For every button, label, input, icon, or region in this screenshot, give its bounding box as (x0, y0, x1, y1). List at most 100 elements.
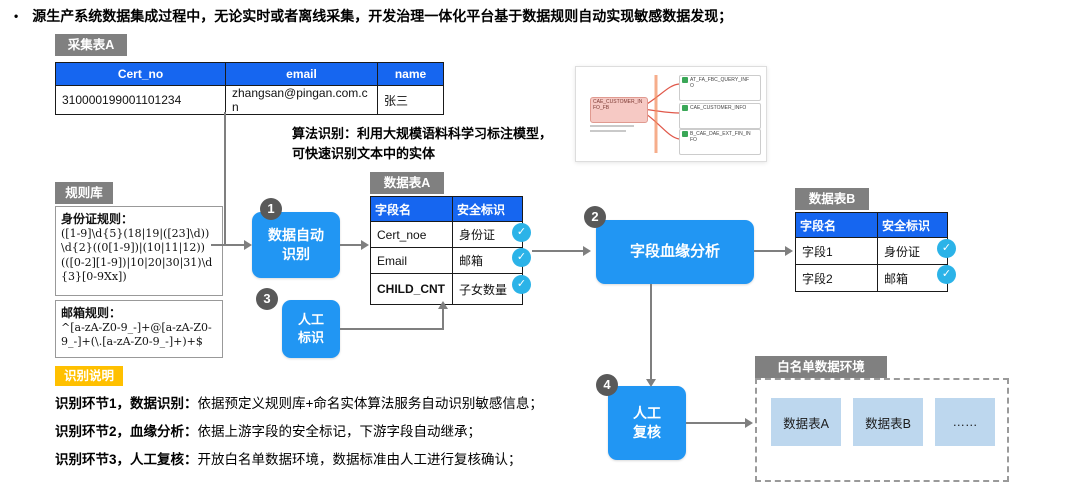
text-placeholder (590, 130, 626, 132)
whitelist-item-more: …… (935, 398, 995, 446)
note-line-3: 识别环节3，人工复核：开放白名单数据环境，数据标准由人工进行复核确认； (55, 448, 522, 468)
email-rule-title: 邮箱规则： (61, 306, 122, 320)
table-a-field-2: CHILD_CNT (370, 273, 453, 305)
connector-review-to-whitelist (686, 422, 746, 424)
arrowhead-into-table-b (785, 246, 793, 256)
cell-certno: 310000199001101234 (55, 85, 226, 115)
note-body-1: 依据预定义规则库+命名实体算法服务自动识别敏感信息； (197, 396, 543, 411)
collect-col-email: email (225, 62, 378, 86)
manual-tag-box: 人工 标识 (282, 300, 340, 358)
id-rule-box: 身份证规则： ([1-9]\d{5}(18|19|([23]\d))\d{2}(… (55, 206, 223, 296)
check-icon: ✓ (937, 265, 956, 284)
node-status-icon (682, 105, 688, 111)
cell-email: zhangsan@pingan.com.cn (225, 85, 378, 115)
collect-table-title: 采集表A (55, 34, 127, 56)
table-a-tag-0: 身份证 (452, 221, 523, 248)
table-a-field-0: Cert_noe (370, 221, 453, 248)
manual-tag-label-1: 人工 (297, 312, 324, 328)
table-row: 字段1 身份证 (795, 237, 948, 265)
collect-table: Cert_no email name 310000199001101234 zh… (55, 62, 444, 115)
lineage-source-node: CAE_CUSTOMER_INFO_FB (590, 97, 648, 123)
collect-col-name: name (377, 62, 444, 86)
arrowhead-into-table-a (361, 240, 369, 250)
step-3-badge: 3 (256, 288, 278, 310)
step-4-badge: 4 (596, 374, 618, 396)
note-body-3: 开放白名单数据环境，数据标准由人工进行复核确认； (197, 452, 522, 467)
whitelist-item-a: 数据表A (771, 398, 841, 446)
node-status-icon (682, 77, 688, 83)
collect-col-certno: Cert_no (55, 62, 226, 86)
manual-tag-label-2: 标识 (297, 330, 324, 345)
table-b-field-0: 字段1 (795, 237, 878, 265)
step-2-badge: 2 (584, 206, 606, 228)
lineage-target-label: B_CAE_DAE_EXT_FIN_INFO (690, 131, 751, 143)
manual-review-label-1: 人工 (633, 405, 661, 422)
check-icon: ✓ (512, 248, 531, 267)
algo-note-line1: 算法识别：利用大规模语料科学习标注模型， (292, 126, 553, 141)
table-a-field-1: Email (370, 247, 453, 274)
table-b-col-field: 字段名 (795, 212, 878, 238)
connector-auto-to-table-a (340, 244, 362, 246)
connector-rules-to-auto (211, 244, 248, 246)
table-row: Email 邮箱 (370, 247, 523, 274)
table-a: 字段名 安全标识 Cert_noe 身份证 Email 邮箱 CHILD_CNT… (370, 196, 523, 305)
arrowhead-into-lineage (583, 246, 591, 256)
manual-review-label-2: 复核 (633, 424, 661, 440)
table-b-tag-0: 身份证 (877, 237, 948, 265)
note-lead-2: 识别环节2，血缘分析： (55, 424, 198, 439)
table-row: 字段2 邮箱 (795, 264, 948, 292)
note-lead-3: 识别环节3，人工复核： (55, 452, 198, 467)
note-body-2: 依据上游字段的安全标记，下游字段自动继承； (197, 424, 482, 439)
table-row: Cert_noe 身份证 (370, 221, 523, 248)
table-b-col-tag: 安全标识 (877, 212, 948, 238)
table-a-col-field: 字段名 (370, 196, 453, 222)
arrowhead-into-whitelist (745, 418, 753, 428)
email-rule-box: 邮箱规则： ^[a-zA-Z0-9_-]+@[a-zA-Z0-9_-]+(\.[… (55, 300, 223, 358)
check-icon: ✓ (512, 275, 531, 294)
lineage-target-node: AT_FA_FBC_QUERY_INFO (679, 75, 761, 101)
cell-name: 张三 (377, 85, 444, 115)
lineage-target-node: B_CAE_DAE_EXT_FIN_INFO (679, 129, 761, 155)
bullet-icon: • (14, 9, 19, 23)
note-line-2: 识别环节2，血缘分析：依据上游字段的安全标记，下游字段自动继承； (55, 420, 481, 440)
table-a-col-tag: 安全标识 (452, 196, 523, 222)
step-1-badge: 1 (260, 198, 282, 220)
intro-line: • 源生产系统数据集成过程中，无论实时或者离线采集，开发治理一体化平台基于数据规则… (14, 6, 994, 26)
whitelist-item-b: 数据表B (853, 398, 923, 446)
check-icon: ✓ (937, 239, 956, 258)
table-b-title: 数据表B (795, 188, 869, 210)
manual-review-box: 人工 复核 (608, 386, 686, 460)
table-a-title: 数据表A (370, 172, 444, 194)
auto-identify-label-2: 识别 (282, 246, 310, 262)
lineage-graph-thumbnail: CAE_CUSTOMER_INFO_FB AT_FA_FBC_QUERY_INF… (575, 66, 767, 162)
lineage-target-label: AT_FA_FBC_QUERY_INFO (690, 77, 749, 89)
note-lead-1: 识别环节1，数据识别： (55, 396, 198, 411)
whitelist-title: 白名单数据环境 (755, 356, 887, 378)
connector-tag-to-table-a (340, 328, 444, 330)
arrowhead-up-table-a (438, 301, 448, 309)
connector-lineage-to-review (650, 284, 652, 380)
connector-tag-up (442, 308, 444, 330)
auto-identify-label-1: 数据自动 (268, 227, 324, 244)
auto-identify-box: 数据自动 识别 (252, 212, 340, 278)
table-a-tag-2: 子女数量 (452, 273, 523, 305)
arrowhead-into-review (646, 379, 656, 387)
connector-lineage-to-table-b (754, 250, 786, 252)
email-rule-regex: ^[a-zA-Z0-9_-]+@[a-zA-Z0-9_-]+(\.[a-zA-Z… (61, 321, 212, 349)
node-status-icon (682, 131, 688, 137)
connector-collect-to-auto (224, 112, 226, 245)
lineage-analysis-label: 字段血缘分析 (629, 242, 720, 260)
algo-note-line2: 可快速识别文本中的实体 (292, 145, 436, 161)
table-b-field-1: 字段2 (795, 264, 878, 292)
table-b: 字段名 安全标识 字段1 身份证 字段2 邮箱 (795, 212, 948, 292)
rule-lib-title: 规则库 (55, 182, 113, 204)
table-row: CHILD_CNT 子女数量 (370, 273, 523, 305)
id-rule-regex: ([1-9]\d{5}(18|19|([23]\d))\d{2}((0[1-9]… (61, 227, 213, 283)
table-row: 310000199001101234 zhangsan@pingan.com.c… (55, 85, 444, 115)
lineage-target-node: CAE_CUSTOMER_INFO (679, 103, 761, 129)
table-b-tag-1: 邮箱 (877, 264, 948, 292)
intro-text: 源生产系统数据集成过程中，无论实时或者离线采集，开发治理一体化平台基于数据规则自… (32, 8, 733, 24)
id-rule-title: 身份证规则： (61, 212, 134, 226)
connector-table-a-to-lineage (532, 250, 585, 252)
